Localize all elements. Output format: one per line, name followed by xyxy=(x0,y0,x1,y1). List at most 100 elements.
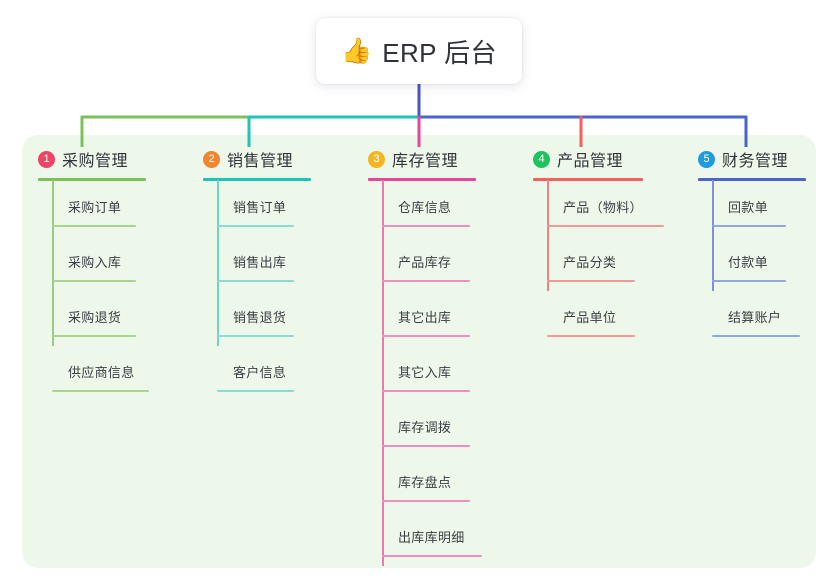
branch-spine xyxy=(547,180,549,291)
branch-title: 库存管理 xyxy=(392,153,459,170)
list-item[interactable]: 产品（物料） xyxy=(533,180,664,235)
list-item[interactable]: 出库库明细 xyxy=(368,510,482,565)
branch-item-list: 仓库信息产品库存其它出库其它入库库存调拨库存盘点出库库明细 xyxy=(368,180,482,565)
branch-header-rule xyxy=(533,178,643,181)
list-item[interactable]: 产品分类 xyxy=(533,235,635,290)
list-item[interactable]: 采购订单 xyxy=(38,180,136,235)
list-item-label: 产品库存 xyxy=(398,255,452,270)
list-item[interactable]: 销售出库 xyxy=(203,235,294,290)
diagram-background-panel xyxy=(22,135,816,568)
branch-column-2: 2 销售管理销售订单销售出库销售退货客户信息 xyxy=(203,147,311,392)
branch-header-rule xyxy=(203,178,311,181)
list-item[interactable]: 销售订单 xyxy=(203,180,294,235)
branch-header-rule xyxy=(38,178,146,181)
list-item-label: 回款单 xyxy=(728,200,768,215)
list-item[interactable]: 供应商信息 xyxy=(38,345,149,400)
list-item-rule xyxy=(382,225,470,227)
list-item-label: 产品（物料） xyxy=(563,200,643,215)
root-node-card[interactable]: 👍 ERP 后台 xyxy=(316,18,522,84)
list-item-label: 供应商信息 xyxy=(68,365,135,380)
branch-header-1[interactable]: 1 采购管理 xyxy=(38,147,128,171)
list-item-rule xyxy=(217,280,294,282)
branch-spine xyxy=(52,180,54,346)
branch-item-list: 产品（物料） 产品分类产品单位 xyxy=(533,180,664,345)
branch-header-rule xyxy=(368,178,476,181)
list-item[interactable]: 客户信息 xyxy=(203,345,294,400)
list-item[interactable]: 回款单 xyxy=(698,180,788,235)
branch-spine xyxy=(712,180,714,291)
list-item[interactable]: 库存盘点 xyxy=(368,455,470,510)
list-item-label: 销售出库 xyxy=(233,255,287,270)
branch-title: 财务管理 xyxy=(722,153,789,170)
branch-number-badge: 5 xyxy=(698,150,715,168)
branch-title: 采购管理 xyxy=(62,153,129,170)
list-item[interactable]: 其它出库 xyxy=(368,290,470,345)
list-item-rule xyxy=(382,500,470,502)
list-item-label: 客户信息 xyxy=(233,365,287,380)
branch-title: 销售管理 xyxy=(227,153,294,170)
branch-number-badge: 2 xyxy=(203,150,220,168)
branch-number-badge: 4 xyxy=(533,150,550,168)
list-item-rule xyxy=(52,225,136,227)
branch-column-3: 3 库存管理仓库信息产品库存其它出库其它入库库存调拨库存盘点出库库明细 xyxy=(368,147,482,566)
list-item-rule xyxy=(547,225,664,227)
branch-spine xyxy=(217,180,219,346)
list-item-rule xyxy=(712,225,786,227)
branch-item-list: 采购订单采购入库采购退货供应商信息 xyxy=(38,180,149,400)
list-item-label: 采购订单 xyxy=(68,200,122,215)
list-item-rule xyxy=(712,280,786,282)
list-item-label: 出库库明细 xyxy=(398,530,465,545)
branch-header-5[interactable]: 5 财务管理 xyxy=(698,147,788,171)
list-item-rule xyxy=(217,335,294,337)
list-item-label: 采购退货 xyxy=(68,310,122,325)
list-item-label: 其它入库 xyxy=(398,365,452,380)
branch-column-5: 5 财务管理回款单付款单结算账户 xyxy=(698,147,806,337)
list-item-rule xyxy=(712,335,800,337)
list-item[interactable]: 采购入库 xyxy=(38,235,136,290)
list-item-rule xyxy=(52,335,136,337)
list-item-rule xyxy=(547,280,635,282)
branch-header-3[interactable]: 3 库存管理 xyxy=(368,147,458,171)
root-node-title: ERP 后台 xyxy=(382,37,497,68)
list-item[interactable]: 仓库信息 xyxy=(368,180,470,235)
list-item-label: 库存盘点 xyxy=(398,475,452,490)
branch-spine xyxy=(382,180,384,566)
branch-column-1: 1 采购管理采购订单采购入库采购退货供应商信息 xyxy=(38,147,149,392)
list-item-rule xyxy=(217,390,294,392)
list-item-rule xyxy=(547,335,635,337)
list-item-label: 产品分类 xyxy=(563,255,617,270)
list-item-label: 其它出库 xyxy=(398,310,452,325)
list-item-label: 结算账户 xyxy=(728,310,782,325)
list-item-label: 库存调拨 xyxy=(398,420,452,435)
list-item-label: 仓库信息 xyxy=(398,200,452,215)
list-item-label: 付款单 xyxy=(728,255,768,270)
branch-number-badge: 1 xyxy=(38,150,55,168)
list-item-label: 销售订单 xyxy=(233,200,287,215)
branch-header-rule xyxy=(698,178,806,181)
branch-column-4: 4 产品管理产品（物料） 产品分类产品单位 xyxy=(533,147,664,337)
list-item[interactable]: 产品库存 xyxy=(368,235,470,290)
list-item-rule xyxy=(382,445,470,447)
list-item[interactable]: 其它入库 xyxy=(368,345,470,400)
list-item[interactable]: 库存调拨 xyxy=(368,400,470,455)
list-item[interactable]: 付款单 xyxy=(698,235,788,290)
list-item-rule xyxy=(382,390,470,392)
branch-number-badge: 3 xyxy=(368,150,385,168)
list-item[interactable]: 结算账户 xyxy=(698,290,800,345)
list-item-rule xyxy=(382,555,482,557)
list-item[interactable]: 销售退货 xyxy=(203,290,294,345)
list-item[interactable]: 采购退货 xyxy=(38,290,136,345)
list-item-rule xyxy=(52,280,136,282)
branch-header-4[interactable]: 4 产品管理 xyxy=(533,147,623,171)
list-item[interactable]: 产品单位 xyxy=(533,290,635,345)
list-item-label: 采购入库 xyxy=(68,255,122,270)
list-item-rule xyxy=(52,390,149,392)
branch-header-2[interactable]: 2 销售管理 xyxy=(203,147,293,171)
thumbs-up-icon: 👍 xyxy=(341,36,373,65)
list-item-label: 产品单位 xyxy=(563,310,617,325)
branch-item-list: 销售订单销售出库销售退货客户信息 xyxy=(203,180,294,400)
branch-title: 产品管理 xyxy=(557,153,624,170)
